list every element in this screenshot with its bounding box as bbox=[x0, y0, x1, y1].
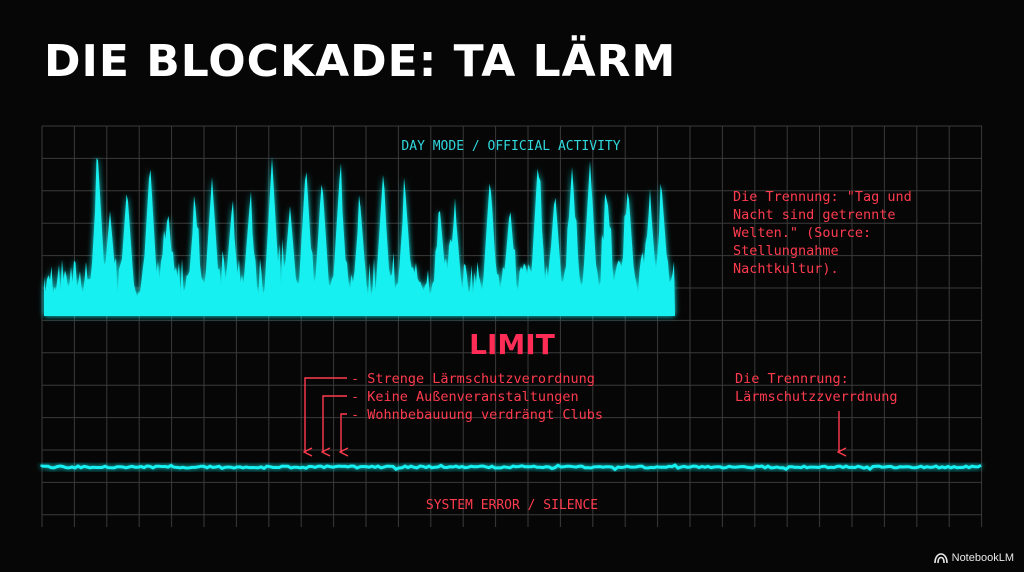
night-silence-waveform bbox=[40, 463, 982, 472]
night-annotation-line: Lärmschutzzverrdnung bbox=[735, 389, 898, 405]
cause-list: - Strenge Lärmschutzverordnung - Keine A… bbox=[351, 371, 603, 423]
day-annotation: Die Trennung: "Tag und Nacht sind getren… bbox=[733, 189, 920, 277]
notebooklm-logo-icon bbox=[933, 552, 948, 563]
cause-arrows bbox=[305, 377, 839, 452]
day-mode-label: DAY MODE / OFFICIAL ACTIVITY bbox=[401, 139, 620, 154]
background-grid bbox=[41, 125, 983, 527]
branding-label: NotebookLM bbox=[951, 552, 1014, 564]
day-annotation-line: Nacht sind getrennte bbox=[733, 207, 896, 223]
arrow-icon bbox=[341, 413, 347, 452]
day-annotation-line: Welten." (Source: bbox=[733, 225, 871, 241]
cause-item: - Keine Außenveranstaltungen bbox=[351, 389, 579, 405]
day-annotation-line: Die Trennung: "Tag und bbox=[733, 189, 912, 205]
cause-item: - Wohnbebauuung verdrängt Clubs bbox=[351, 407, 603, 423]
cause-item: - Strenge Lärmschutzverordnung bbox=[351, 371, 595, 387]
limit-label: LIMIT bbox=[469, 328, 555, 361]
slide-title: DIE BLOCKADE: TA LÄRM bbox=[44, 36, 677, 87]
day-activity-waveform bbox=[44, 157, 675, 316]
arrow-icon bbox=[323, 395, 347, 452]
day-annotation-line: Nachtkultur). bbox=[733, 261, 839, 277]
day-annotation-line: Stellungnahme bbox=[733, 243, 839, 259]
arrow-icon bbox=[305, 377, 347, 452]
night-annotation-line: Die Trennrung: bbox=[735, 371, 849, 387]
night-annotation: Die Trennrung: Lärmschutzzverrdnung bbox=[735, 371, 898, 405]
system-error-label: SYSTEM ERROR / SILENCE bbox=[426, 498, 598, 513]
branding: NotebookLM bbox=[933, 552, 1014, 564]
